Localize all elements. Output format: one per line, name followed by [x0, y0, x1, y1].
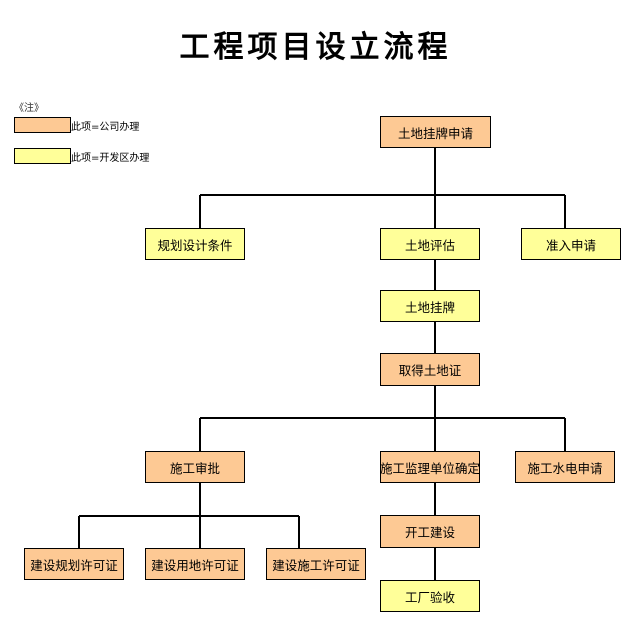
legend-label-zone: 此项=开发区办理: [71, 153, 150, 164]
legend-note: 《注》: [14, 103, 44, 114]
node-land-use-permit: 建设用地许可证: [145, 548, 245, 580]
node-planning-conditions: 规划设计条件: [145, 228, 245, 260]
node-land-listing: 土地挂牌: [380, 290, 480, 322]
node-factory-acceptance: 工厂验收: [380, 580, 480, 612]
node-land-certificate: 取得土地证: [380, 353, 480, 386]
node-land-listing-apply: 土地挂牌申请: [380, 116, 491, 148]
page-title: 工程项目设立流程: [179, 30, 452, 65]
node-supervisor-confirm: 施工监理单位确定: [380, 451, 480, 483]
legend-swatch-company: [14, 117, 71, 133]
node-land-assessment: 土地评估: [380, 228, 480, 260]
node-planning-permit: 建设规划许可证: [24, 548, 124, 580]
legend-swatch-zone: [14, 148, 71, 164]
node-construction-approval: 施工审批: [145, 451, 245, 483]
node-construction-permit: 建设施工许可证: [266, 548, 366, 580]
node-access-apply: 准入申请: [521, 228, 621, 260]
node-start-construction: 开工建设: [380, 515, 480, 548]
legend-label-company: 此项=公司办理: [71, 122, 140, 133]
node-water-power-apply: 施工水电申请: [515, 451, 615, 483]
